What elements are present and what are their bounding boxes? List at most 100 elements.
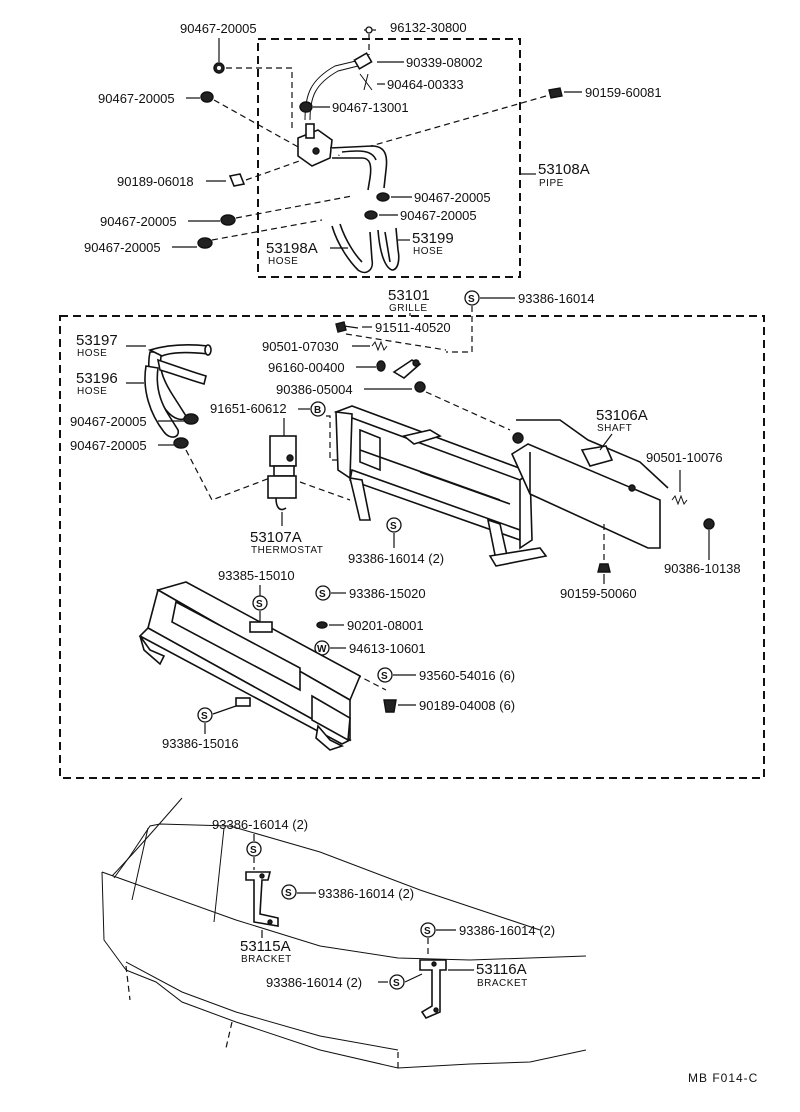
label-93386-16014-top: 93386-16014 bbox=[518, 291, 595, 306]
hose-53199 bbox=[377, 227, 400, 271]
svg-text:S: S bbox=[285, 888, 292, 899]
clamp-icon bbox=[197, 237, 213, 249]
thermostat bbox=[267, 418, 297, 511]
hose-53196 bbox=[144, 358, 207, 438]
svg-text:S: S bbox=[381, 671, 388, 682]
label-93386-16014-2b: 93386-16014 (2) bbox=[212, 817, 308, 832]
tie-icon bbox=[359, 73, 373, 91]
connector-icon bbox=[353, 52, 373, 70]
clamp-icon bbox=[213, 62, 225, 74]
s-symbol-icon: S bbox=[464, 290, 480, 306]
label-93386-15016: 93386-15016 bbox=[162, 736, 239, 751]
label-91511-40520: 91511-40520 bbox=[375, 320, 451, 335]
b-symbol-icon: B bbox=[310, 401, 326, 417]
s-symbol-icon: S bbox=[252, 595, 268, 611]
label-90189-06018: 90189-06018 bbox=[117, 174, 194, 189]
label-90467-13001: 90467-13001 bbox=[332, 100, 409, 115]
label-90467-20005-f: 90467-20005 bbox=[84, 240, 161, 255]
label-90339-08002: 90339-08002 bbox=[406, 55, 483, 70]
s-symbol-icon: S bbox=[315, 585, 331, 601]
svg-text:S: S bbox=[201, 711, 208, 722]
s-symbol-icon: S bbox=[386, 517, 402, 533]
s-symbol-icon: S bbox=[420, 922, 436, 938]
s-symbol-icon: S bbox=[246, 841, 262, 857]
grille-frame bbox=[333, 405, 548, 567]
shaft bbox=[510, 419, 669, 549]
label-90159-60081: 90159-60081 bbox=[585, 85, 662, 100]
s-symbol-icon: S bbox=[389, 974, 405, 990]
label-90467-20005-d: 90467-20005 bbox=[400, 208, 477, 223]
label-90464-00333: 90464-00333 bbox=[387, 77, 464, 92]
label-93385-15010: 93385-15010 bbox=[218, 568, 295, 583]
label-53199-sub: HOSE bbox=[413, 246, 443, 257]
svg-text:S: S bbox=[393, 978, 400, 989]
clamp-icon bbox=[376, 192, 390, 202]
label-53196-sub: HOSE bbox=[77, 386, 107, 397]
pin-icon bbox=[364, 26, 376, 34]
label-90159-50060: 90159-50060 bbox=[560, 586, 637, 601]
label-53107A: 53107A bbox=[250, 529, 302, 546]
svg-text:W: W bbox=[317, 644, 327, 655]
label-90501-07030: 90501-07030 bbox=[262, 339, 339, 354]
label-93386-16014-2c: 93386-16014 (2) bbox=[318, 886, 414, 901]
label-93386-16014-2e: 93386-16014 (2) bbox=[266, 975, 362, 990]
svg-text:S: S bbox=[468, 294, 475, 305]
svg-text:S: S bbox=[250, 845, 257, 856]
label-53106A-sub: SHAFT bbox=[597, 423, 632, 434]
label-53198A: 53198A bbox=[266, 240, 318, 257]
label-90386-05004: 90386-05004 bbox=[276, 382, 353, 397]
bracket-53116A bbox=[419, 959, 447, 1019]
label-91651-60612: 91651-60612 bbox=[210, 401, 287, 416]
bushing-icon bbox=[414, 381, 426, 393]
bolt-icon bbox=[597, 563, 611, 573]
svg-text:S: S bbox=[424, 926, 431, 937]
clamp-icon bbox=[183, 413, 199, 425]
label-90201-08001: 90201-08001 bbox=[347, 618, 424, 633]
grille-panel bbox=[138, 581, 362, 751]
label-53198A-sub: HOSE bbox=[268, 256, 298, 267]
label-90467-20005-g: 90467-20005 bbox=[70, 414, 147, 429]
label-94613-10601: 94613-10601 bbox=[349, 641, 426, 656]
label-90467-20005-h: 90467-20005 bbox=[70, 438, 147, 453]
washer-icon bbox=[316, 621, 328, 629]
bolt-icon bbox=[548, 87, 563, 99]
label-53197-sub: HOSE bbox=[77, 348, 107, 359]
label-53101: 53101 bbox=[388, 287, 430, 304]
label-53106A: 53106A bbox=[596, 407, 648, 424]
pipe-assembly-frame bbox=[257, 38, 521, 278]
label-53108A: 53108A bbox=[538, 161, 590, 178]
label-90467-20005-e: 90467-20005 bbox=[100, 214, 177, 229]
spring-icon bbox=[371, 340, 388, 352]
s-symbol-icon: S bbox=[281, 884, 297, 900]
label-90467-20005-c: 90467-20005 bbox=[414, 190, 491, 205]
grille-assembly-frame bbox=[59, 315, 765, 779]
label-53196: 53196 bbox=[76, 370, 118, 387]
s-symbol-icon: S bbox=[377, 667, 393, 683]
label-53197: 53197 bbox=[76, 332, 118, 349]
label-93386-16014-2a: 93386-16014 (2) bbox=[348, 551, 444, 566]
bolt-icon bbox=[335, 321, 359, 333]
label-93386-15020: 93386-15020 bbox=[349, 586, 426, 601]
label-96160-00400: 96160-00400 bbox=[268, 360, 345, 375]
svg-text:B: B bbox=[314, 405, 321, 416]
label-53116A: 53116A bbox=[476, 961, 527, 978]
label-53108A-sub: PIPE bbox=[539, 178, 564, 189]
label-90189-04008: 90189-04008 (6) bbox=[419, 698, 515, 713]
label-53107A-sub: THERMOSTAT bbox=[251, 545, 323, 556]
spring-icon bbox=[671, 494, 688, 506]
lever-icon bbox=[392, 359, 422, 379]
label-90467-20005-b: 90467-20005 bbox=[98, 91, 175, 106]
bushing-icon bbox=[703, 518, 715, 530]
clip-icon bbox=[383, 699, 397, 713]
label-53199: 53199 bbox=[412, 230, 454, 247]
s-symbol-icon: S bbox=[197, 707, 213, 723]
svg-text:S: S bbox=[319, 589, 326, 600]
label-93560-54016: 93560-54016 (6) bbox=[419, 668, 515, 683]
label-53101-sub: GRILLE bbox=[389, 303, 428, 314]
label-53115A-sub: BRACKET bbox=[241, 954, 292, 965]
clamp-icon bbox=[220, 214, 236, 226]
clamp-icon bbox=[299, 101, 313, 113]
clamp-icon bbox=[200, 91, 214, 103]
label-90501-10076: 90501-10076 bbox=[646, 450, 723, 465]
